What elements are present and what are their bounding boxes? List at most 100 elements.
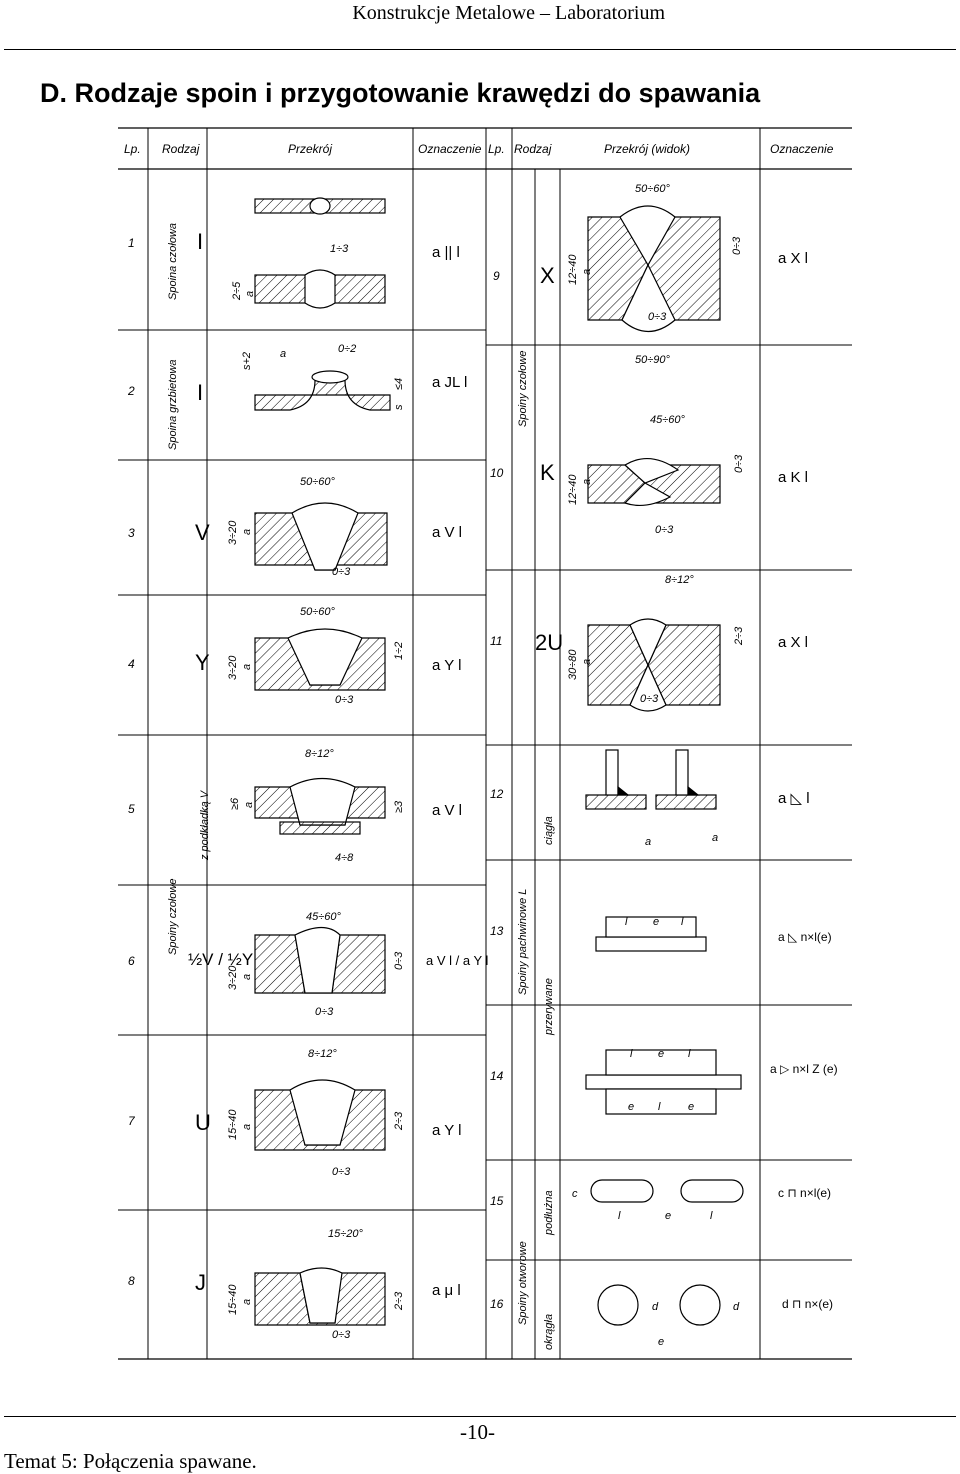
dim-label: 0÷3 [731, 236, 743, 255]
weld-symbol: a Y l [432, 1122, 461, 1139]
dim-label: 8÷12° [665, 574, 694, 586]
row-lp: 1 [128, 236, 135, 250]
dim-label: 0÷3 [315, 1006, 334, 1018]
weld-symbol: a μ l [432, 1282, 461, 1299]
dim-label: 1÷3 [330, 243, 349, 255]
weld-type: ½V / ½Y [188, 950, 253, 969]
dim-label: ≥3 [393, 800, 405, 813]
row-lp: 9 [493, 269, 500, 283]
header-przekroj: Przekrój [288, 142, 332, 156]
group-okragla: okrągła [543, 1314, 555, 1350]
dim-label: 45÷60° [650, 414, 686, 426]
dim-label: 3÷20 [227, 520, 239, 545]
dim-label: 30÷80 [567, 649, 579, 680]
header-oznaczenie: Oznaczenie [418, 142, 482, 156]
dim-label: c [572, 1188, 578, 1200]
dim-label: a [241, 1299, 253, 1305]
dim-label: e [628, 1101, 634, 1113]
table-grid [118, 127, 852, 1360]
dim-label: e [688, 1101, 694, 1113]
footer-topic: Temat 5: Połączenia spawane. [4, 1449, 257, 1473]
dim-label: a [280, 348, 286, 360]
header-divider [4, 49, 956, 50]
weld-symbol: a K l [778, 469, 808, 486]
dim-label: e [653, 916, 659, 928]
header-lp-right: Lp. [488, 142, 505, 156]
dim-label: ≥6 [229, 797, 241, 810]
page-number: -10- [460, 1420, 495, 1444]
row-lp: 5 [128, 802, 135, 816]
dim-label: 2÷5 [231, 281, 243, 301]
dim-label: 0÷3 [335, 694, 354, 706]
row-lp: 4 [128, 657, 135, 671]
weld-symbol: a V l [432, 802, 462, 819]
dim-label: 12÷40 [567, 254, 579, 285]
weld-symbol: d ⊓ n×(e) [782, 1297, 833, 1311]
dim-label: 15÷20° [328, 1228, 364, 1240]
weld-type-letters: I I V Y ½V / ½Y U J X K 2U [188, 229, 563, 1295]
weld-type: Y [195, 650, 210, 675]
dim-label: 2÷3 [393, 1291, 405, 1311]
weld-type: I [197, 380, 203, 405]
dim-label: l [710, 1210, 713, 1222]
weld-symbol: a Y l [432, 657, 461, 674]
weld-type: 2U [535, 630, 563, 655]
group-spoina-grzbietowa: Spoina grzbietowa [167, 359, 179, 450]
dim-label: 3÷20 [227, 655, 239, 680]
section-title: D. Rodzaje spoin i przygotowanie krawędz… [40, 78, 761, 108]
dim-label: 0÷2 [338, 343, 356, 355]
dim-label: s+2 [241, 352, 253, 370]
row-lp: 13 [490, 924, 504, 938]
header-przekroj-widok: Przekrój (widok) [604, 142, 690, 156]
weld-type: U [195, 1110, 211, 1135]
group-labels: Spoina czołowa Spoina grzbietowa Spoiny … [167, 223, 555, 1350]
weld-types-table: Lp. Rodzaj Przekrój Oznaczenie Lp. Rodza… [118, 127, 852, 1360]
weld-symbol: a || l [432, 244, 460, 261]
row-numbers: 1 2 3 4 5 6 7 8 9 10 11 12 13 14 15 16 [127, 236, 504, 1311]
row-lp: 8 [128, 1274, 135, 1288]
row-lp: 12 [490, 787, 504, 801]
dim-label: a [244, 291, 256, 297]
group-spoiny-czolowe: Spoiny czołowe [167, 879, 179, 955]
footer-divider [4, 1416, 956, 1417]
dim-label: l [658, 1101, 661, 1113]
dim-label: 0÷3 [733, 454, 745, 473]
dim-label: 0÷3 [393, 951, 405, 970]
dim-label: a [241, 529, 253, 535]
dim-label: 45÷60° [306, 911, 342, 923]
dim-label: e [665, 1210, 671, 1222]
weld-symbols: a || l a JL l a V l a Y l a V l a V l / … [426, 244, 838, 1311]
row-lp: 7 [128, 1114, 136, 1128]
weld-symbol: a JL l [432, 374, 467, 391]
header-rodzaj-right: Rodzaj [514, 142, 552, 156]
dim-label: 0÷3 [640, 693, 659, 705]
dim-label: l [688, 1048, 691, 1060]
weld-symbol: c ⊓ n×l(e) [778, 1186, 831, 1200]
group-ciagla: ciągła [543, 816, 555, 845]
dim-label: 0÷3 [655, 524, 674, 536]
dim-label: a [241, 974, 253, 980]
dim-label: a [241, 664, 253, 670]
dim-label: a [581, 269, 593, 275]
row-lp: 16 [490, 1297, 504, 1311]
dim-label: l [630, 1048, 633, 1060]
dim-label: l [618, 1210, 621, 1222]
dim-label: a [581, 659, 593, 665]
dim-label: a [581, 479, 593, 485]
dim-label: s [393, 404, 405, 410]
dim-label: 0÷3 [332, 1166, 351, 1178]
dim-label: 50÷60° [300, 606, 336, 618]
dim-label: a [241, 1124, 253, 1130]
page-header: Konstrukcje Metalowe – Laboratorium [352, 2, 665, 24]
dim-label: 0÷3 [648, 311, 667, 323]
group-z-podkladka: z podkładką V [199, 789, 211, 861]
weld-symbol: a X l [778, 634, 808, 651]
group-spoina-czolowa: Spoina czołowa [167, 223, 179, 300]
row-lp: 6 [128, 954, 135, 968]
row-lp: 15 [490, 1194, 504, 1208]
dim-label: 2÷3 [733, 626, 745, 646]
dim-label: a [712, 832, 718, 844]
dim-label: 15÷40 [227, 1109, 239, 1140]
row-lp: 10 [490, 466, 504, 480]
dim-label: a [645, 836, 651, 848]
